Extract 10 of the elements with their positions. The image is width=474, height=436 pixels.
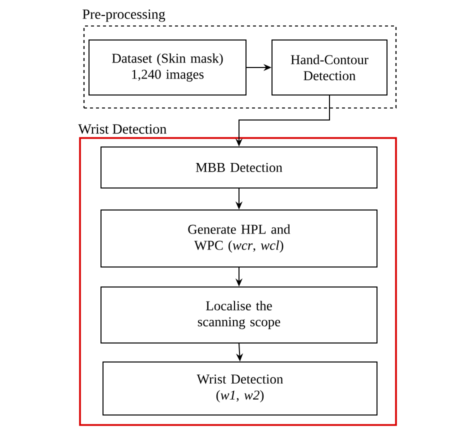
dashed-group-box xyxy=(82,10,397,109)
group-heading: Pre-processing xyxy=(82,10,166,22)
process-box: Generate HPL and WPC (wcr, wcl) xyxy=(100,210,378,268)
process-box: Hand-Contour Detection xyxy=(272,40,388,96)
process-box: Dataset (Skin mask) 1,240 images xyxy=(88,40,246,96)
process-box: MBB Detection xyxy=(100,146,378,188)
process-box: Localise the scanning scope xyxy=(100,286,378,344)
process-box: Wrist Detection (w1, w2) xyxy=(102,362,378,416)
group-heading: Wrist Detection xyxy=(78,124,166,134)
group-box xyxy=(78,124,397,426)
